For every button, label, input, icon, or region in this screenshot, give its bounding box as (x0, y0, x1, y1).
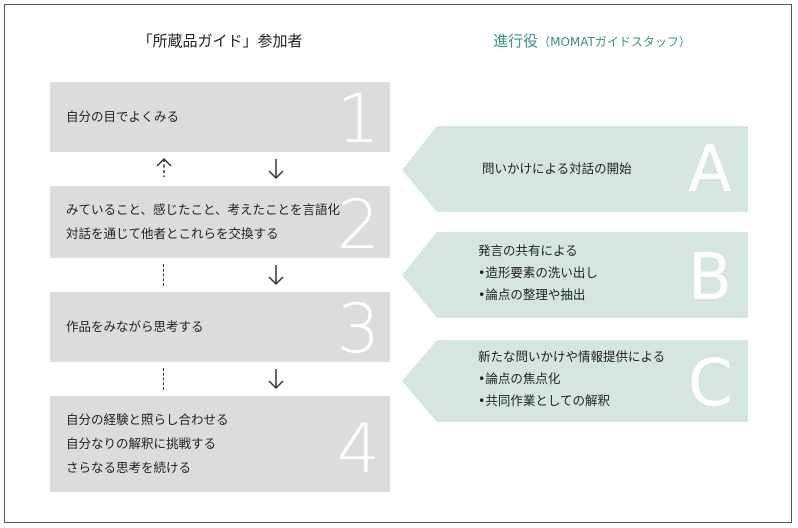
role-line: •論点の整理や抽出 (478, 287, 586, 302)
role-line: 問いかけによる対話の開始 (482, 161, 632, 176)
step-text: みていること、感じたこと、考えたことを言語化 対話を通じて他者とこれらを交換する (66, 198, 340, 246)
arrow-down-icon (268, 369, 284, 390)
role-shape-a (402, 126, 748, 212)
step-number: 1 (336, 80, 380, 159)
step-number: 3 (336, 290, 380, 369)
role-letter-b: B (688, 241, 732, 315)
role-line: 新たな問いかけや情報提供による (478, 349, 666, 364)
step-line: 自分の経験と照らし合わせる (66, 412, 229, 427)
step-line: 自分の目でよくみる (66, 109, 180, 124)
role-letter-c: C (688, 347, 733, 421)
step-number: 4 (336, 410, 380, 489)
role-b-text: 発言の共有による •造形要素の洗い出し •論点の整理や抽出 (478, 240, 598, 306)
step-box-2: みていること、感じたこと、考えたことを言語化 対話を通じて他者とこれらを交換する… (50, 186, 390, 265)
role-letter-a: A (688, 133, 732, 207)
step-line: 作品をみながら思考する (66, 319, 204, 334)
step-box-3: 作品をみながら思考する 3 (50, 290, 390, 369)
facilitator-header: 進行役（MOMATガイドスタッフ） (392, 30, 792, 51)
role-line: •論点の焦点化 (478, 371, 561, 386)
dashed-connector (163, 264, 164, 286)
step-text: 自分の目でよくみる (66, 105, 179, 129)
participants-title: 「所蔵品ガイド」参加者 (137, 32, 303, 50)
participants-header: 「所蔵品ガイド」参加者 (0, 30, 440, 51)
arrow-down-icon (268, 265, 284, 286)
step-number: 2 (336, 186, 380, 265)
role-c-text: 新たな問いかけや情報提供による •論点の焦点化 •共同作業としての解釈 (478, 346, 665, 412)
role-a-text: 問いかけによる対話の開始 (482, 158, 632, 180)
role-shape-c (402, 340, 748, 422)
dashed-connector (163, 368, 164, 390)
facilitator-subtitle: （MOMATガイドスタッフ） (538, 35, 691, 49)
role-line: 発言の共有による (478, 243, 578, 258)
step-text: 自分の経験と照らし合わせる 自分なりの解釈に挑戦する さらなる思考を続ける (66, 408, 229, 480)
step-box-1: 自分の目でよくみる 1 (50, 80, 390, 159)
role-line: •造形要素の洗い出し (478, 265, 598, 280)
step-line: みていること、感じたこと、考えたことを言語化 (66, 202, 341, 217)
step-line: 対話を通じて他者とこれらを交換する (66, 226, 279, 241)
role-shape-b (402, 232, 748, 318)
step-text: 作品をみながら思考する (66, 315, 204, 339)
arrow-up-icon (156, 157, 172, 177)
facilitator-title: 進行役 (493, 32, 539, 50)
arrow-down-icon (268, 159, 284, 180)
step-line: 自分なりの解釈に挑戦する (66, 436, 217, 451)
role-line: •共同作業としての解釈 (478, 393, 610, 408)
step-box-4: 自分の経験と照らし合わせる 自分なりの解釈に挑戦する さらなる思考を続ける 4 (50, 396, 390, 492)
step-line: さらなる思考を続ける (66, 460, 192, 475)
